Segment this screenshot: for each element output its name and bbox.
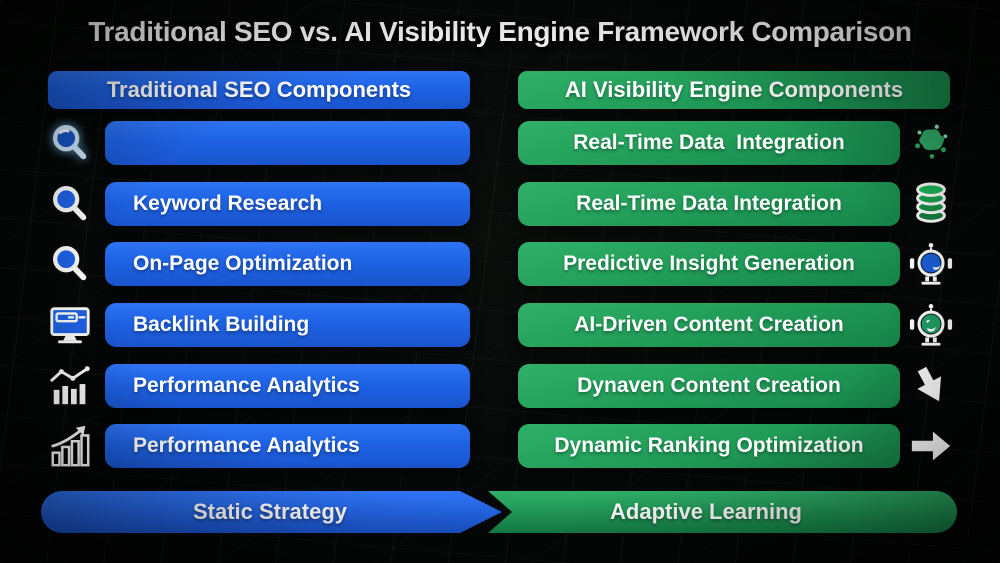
page-title: Traditional SEO vs. AI Visibility Engine…	[88, 16, 912, 47]
left-row-pill-3: On-Page Optimization	[105, 242, 470, 286]
magnifier-icon	[47, 181, 93, 227]
browser-window-icon	[47, 302, 93, 348]
left-row-pill-5: Performance Analytics	[105, 364, 470, 408]
static-strategy-label: Static Strategy	[192, 499, 348, 524]
magnifier-icon	[47, 241, 93, 287]
robot-green-icon	[908, 302, 954, 348]
database-icon	[908, 181, 954, 227]
right-row-pill-6: Dynamic Ranking Optimization	[518, 424, 900, 468]
left-row-pill-6: Performance Analytics	[105, 424, 470, 468]
left-column-header: Traditional SEO Components	[48, 71, 470, 109]
right-row-pill-1: Real-Time Data Integration	[518, 121, 900, 165]
line-bar-chart-icon	[47, 363, 93, 409]
magnifier-glow-icon	[47, 120, 93, 166]
right-column-header: AI Visibility Engine Components	[518, 71, 950, 109]
right-row-pill-5: Dynaven Content Creation	[518, 364, 900, 408]
right-row-pill-2: Real-Time Data Integration	[518, 182, 900, 226]
arrow-right-icon	[908, 423, 954, 469]
growth-bars-icon	[47, 423, 93, 469]
left-row-pill-2: Keyword Research	[105, 182, 470, 226]
splash-icon	[908, 120, 954, 166]
arrow-down-icon	[908, 363, 954, 409]
adaptive-learning-label: Adaptive Learning	[610, 499, 802, 524]
right-row-pill-3: Predictive Insight Generation	[518, 242, 900, 286]
left-row-pill-1	[105, 121, 470, 165]
robot-blue-icon	[908, 241, 954, 287]
left-row-pill-4: Backlink Building	[105, 303, 470, 347]
right-row-pill-4: AI-Driven Content Creation	[518, 303, 900, 347]
